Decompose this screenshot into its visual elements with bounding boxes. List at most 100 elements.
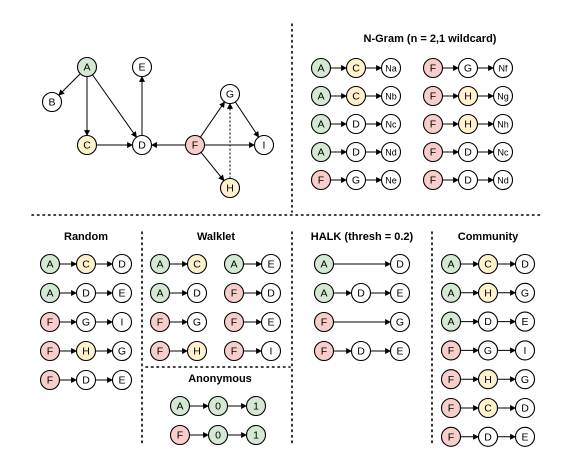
graph-edge-f-g xyxy=(199,101,226,138)
community-walk-node: G xyxy=(514,282,536,303)
ngram-walk-node: Nf xyxy=(492,57,514,79)
graph-node-h: H xyxy=(219,177,241,199)
community-walk-node-label: F xyxy=(448,374,454,386)
community-walk-node-circle xyxy=(440,397,462,419)
halk-walk-node: D xyxy=(389,253,411,275)
community-walk-node: F xyxy=(440,340,462,361)
halk-walk-node: D xyxy=(350,282,372,304)
community-walk-node-label: E xyxy=(521,316,528,328)
ngram-walk-node-label: F xyxy=(430,119,436,131)
anonymous-walk-node-circle xyxy=(207,395,229,417)
graph-node-b: B xyxy=(41,91,63,113)
walklet-walk-node-label: F xyxy=(231,317,237,329)
ngram-walk-node: Nb xyxy=(380,85,402,107)
community-walk-node-label: I xyxy=(524,345,527,357)
ngram-walk-node-circle xyxy=(457,57,479,79)
graph-node-i: I xyxy=(253,134,275,156)
ngram-walk-node-label: Nd xyxy=(385,148,397,158)
walklet-walk-node: C xyxy=(186,253,208,275)
community-walk-node: F xyxy=(440,426,462,447)
ngram-walk-node-circle xyxy=(492,113,514,135)
community-walk-node-circle xyxy=(440,282,462,303)
community-walk-node: H xyxy=(477,282,499,303)
ngram-walk-node-label: H xyxy=(464,119,472,131)
random-walk-node-circle xyxy=(111,282,133,304)
walklet-walk-node-label: A xyxy=(156,288,163,300)
community-walk-node: A xyxy=(440,282,462,303)
walklet-walk-node-circle xyxy=(223,253,245,275)
walklet-walk-node-circle xyxy=(149,282,171,304)
ngram-walk-node: Ne xyxy=(380,169,402,191)
walklet-walk-node-label: A xyxy=(230,259,237,271)
community-walk-node-circle xyxy=(514,311,536,332)
graph-node-g-circle xyxy=(219,83,241,105)
random-walk-node: G xyxy=(75,311,97,333)
ngram-walk-node: G xyxy=(457,57,479,79)
ngram-walk-node: F xyxy=(422,85,444,107)
walklet-walk-node-circle xyxy=(223,340,245,362)
community-walk-node-label: F xyxy=(448,403,454,415)
ngram-walk-node: H xyxy=(457,113,479,135)
community-walk-node-label: A xyxy=(447,316,454,328)
anonymous-walk-node: 0 xyxy=(207,395,229,417)
anonymous-walk-node: A xyxy=(169,395,191,417)
ngram-walk-node: A xyxy=(310,57,332,79)
ngram-walk-node: Nd xyxy=(492,169,514,191)
anonymous-title: Anonymous xyxy=(188,373,252,385)
ngram-walk-node-label: F xyxy=(430,147,436,159)
community-walk-node-circle xyxy=(477,311,499,332)
halk-walk-node-circle xyxy=(350,340,372,362)
random-walk-node-label: A xyxy=(46,259,53,271)
ngram-walk-node-label: Nh xyxy=(497,120,509,130)
halk-walk-node-label: D xyxy=(357,288,365,300)
walklet-walk-node-circle xyxy=(186,253,208,275)
walklet-walk-node: F xyxy=(223,282,245,304)
community-walk-node-circle xyxy=(514,340,536,361)
community-walk-node-label: A xyxy=(447,287,454,299)
community-walk-node-circle xyxy=(514,253,536,275)
random-walk-node-circle xyxy=(75,340,97,362)
walklet-walk-node-label: F xyxy=(231,288,237,300)
random-walk-node-circle xyxy=(75,369,97,391)
random-walk-node-label: D xyxy=(82,288,90,300)
random-walk-node-label: D xyxy=(82,375,90,387)
walklet-walk-node-label: F xyxy=(157,346,163,358)
graph-node-a-label: A xyxy=(83,62,90,74)
ngram-walk-node-label: D xyxy=(464,175,472,187)
community-title: Community xyxy=(458,231,519,243)
random-walk-node-circle xyxy=(39,311,61,333)
halk-walk-node-label: D xyxy=(357,346,365,358)
community-walk-node-circle xyxy=(440,311,462,332)
community-walk-node-label: D xyxy=(521,403,529,415)
ngram-walk-node-label: Nc xyxy=(386,120,397,130)
graph-node-b-circle xyxy=(41,91,63,113)
ngram-walk-node: A xyxy=(310,141,332,163)
community-walk-node: G xyxy=(477,340,499,361)
ngram-walk-node: F xyxy=(310,169,332,191)
ngram-walk-node-label: Ne xyxy=(385,176,397,186)
community-walk-node-circle xyxy=(440,340,462,361)
walklet-walk-node-circle xyxy=(223,311,245,333)
halk-walk-node-circle xyxy=(350,282,372,304)
halk-walk-node-label: A xyxy=(320,259,327,271)
walklet-walk-node: A xyxy=(223,253,245,275)
random-walk-node-circle xyxy=(39,282,61,304)
ngram-walk-node-circle xyxy=(345,57,367,79)
ngram-walk-node: G xyxy=(345,169,367,191)
anonymous-walk-node-label: 1 xyxy=(253,401,259,413)
ngram-walk-node: F xyxy=(422,57,444,79)
random-walk-node-label: G xyxy=(118,346,126,358)
graph-node-e-label: E xyxy=(138,62,145,74)
